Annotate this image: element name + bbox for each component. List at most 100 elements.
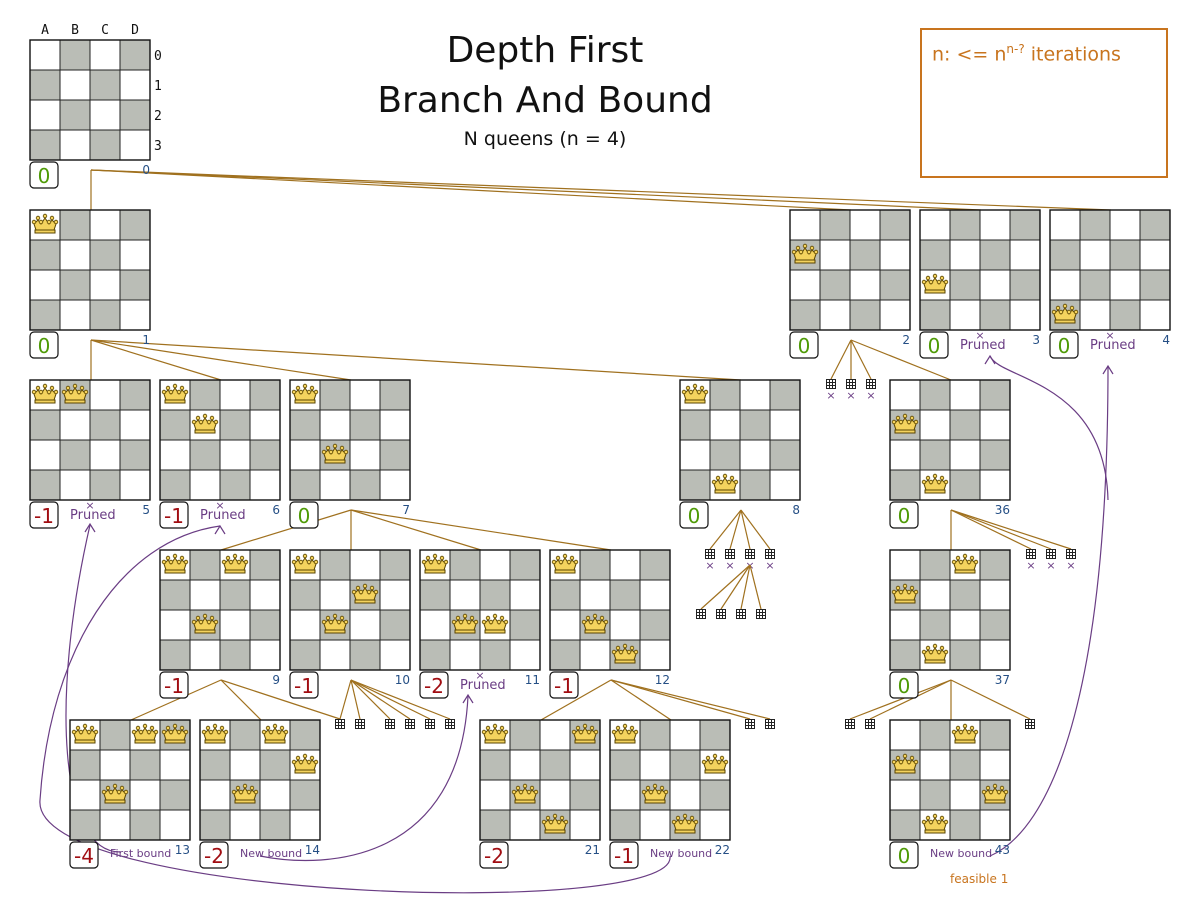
queen-jewel [711, 479, 717, 485]
queen-icon [421, 553, 449, 574]
mini-board-cell [426, 723, 428, 725]
mini-board-cell [1027, 556, 1029, 558]
queen-jewel [428, 559, 434, 565]
queen-base [64, 399, 86, 404]
mini-board-cell [746, 550, 748, 552]
mini-board-cell [743, 616, 745, 618]
queen-jewel [53, 219, 59, 225]
queen-jewel [921, 479, 927, 485]
score-box: -2 [419, 671, 449, 699]
board-cell [259, 749, 291, 781]
queen-jewel [332, 613, 338, 619]
board-cell [159, 779, 191, 811]
queen-jewel [588, 619, 594, 625]
score-box: 0 [289, 501, 319, 529]
queen-jewel [895, 755, 901, 761]
queen-jewel [432, 553, 438, 559]
mini-board-cell [697, 616, 699, 618]
mini-board-cell [452, 726, 454, 728]
board-cell [1139, 239, 1171, 271]
mini-board-cell [336, 720, 338, 722]
queen-jewel [321, 449, 327, 455]
queen-jewel [685, 385, 691, 391]
node-id: 14 [305, 843, 320, 857]
node-id: 5 [142, 503, 150, 517]
queen-base [34, 399, 56, 404]
pruned-mark: × [475, 669, 484, 682]
queen-icon [921, 813, 949, 834]
queen-jewel [909, 415, 915, 421]
mini-board-cell [1073, 550, 1075, 552]
board-cell [219, 609, 251, 641]
board-frame [889, 379, 1011, 501]
mini-board [355, 719, 365, 729]
board-cell [1009, 269, 1041, 301]
board-cell [889, 439, 921, 471]
mini-board: × [705, 549, 715, 572]
mini-board-cell [389, 723, 391, 725]
board-cell [919, 779, 951, 811]
queen-jewel [559, 815, 565, 821]
mini-board-cell [389, 726, 391, 728]
score-value: 0 [298, 504, 311, 528]
queen-icon [31, 383, 59, 404]
queen-jewel [116, 789, 122, 795]
mini-edge [700, 564, 751, 610]
board-cell [189, 639, 221, 671]
back-arrow-43-4-head [1102, 364, 1114, 375]
mini-edge [610, 679, 751, 720]
queen-jewel [511, 789, 517, 795]
board-cell [249, 549, 281, 581]
queen-jewel [652, 783, 658, 789]
queen-jewel [633, 729, 639, 735]
mini-board-cell [359, 726, 361, 728]
queen-base [954, 739, 976, 744]
mini-board-cell [1047, 556, 1049, 558]
queen-jewel [562, 553, 568, 559]
queen-jewel [225, 555, 231, 561]
queen-jewel [313, 759, 319, 765]
queen-jewel [943, 649, 949, 655]
queen-jewel [309, 555, 315, 561]
score-box: -1 [609, 841, 639, 869]
mini-board-cell [732, 553, 734, 555]
queen-jewel [996, 789, 1002, 795]
queen-jewel [928, 279, 934, 285]
queen-icon [291, 553, 319, 574]
queen-jewel [195, 615, 201, 621]
mini-board-cell [1053, 556, 1055, 558]
board-cell [89, 379, 121, 411]
mini-board-cell [339, 720, 341, 722]
board-cell [1079, 269, 1111, 301]
queen-jewel [902, 583, 908, 589]
queen-jewel [205, 725, 211, 731]
queen-jewel [943, 479, 949, 485]
mini-board-cell [723, 610, 725, 612]
queen-jewel [168, 389, 174, 395]
queen-jewel [496, 619, 502, 625]
queen-jewel [295, 755, 301, 761]
queen-jewel [675, 815, 681, 821]
mini-board-cell [712, 556, 714, 558]
queen-jewel [306, 759, 312, 765]
queen-base [614, 739, 636, 744]
board-cell [949, 209, 981, 241]
queen-icon [921, 643, 949, 664]
queen-jewel [53, 389, 59, 395]
queen-jewel [999, 785, 1005, 791]
mini-board-cell [766, 720, 768, 722]
board-cell [159, 609, 191, 641]
mini-board-cell [869, 720, 871, 722]
board-cell [949, 269, 981, 301]
queen-jewel [243, 559, 249, 565]
mini-board-cell [872, 726, 874, 728]
queen-jewel [582, 723, 588, 729]
queen-jewel [436, 559, 442, 565]
score-value: -2 [204, 844, 224, 868]
tree-edge-12-22 [610, 679, 672, 721]
queen-jewel [718, 479, 724, 485]
mini-board-cell [726, 550, 728, 552]
queen-jewel [355, 585, 361, 591]
mini-board-cell [726, 556, 728, 558]
